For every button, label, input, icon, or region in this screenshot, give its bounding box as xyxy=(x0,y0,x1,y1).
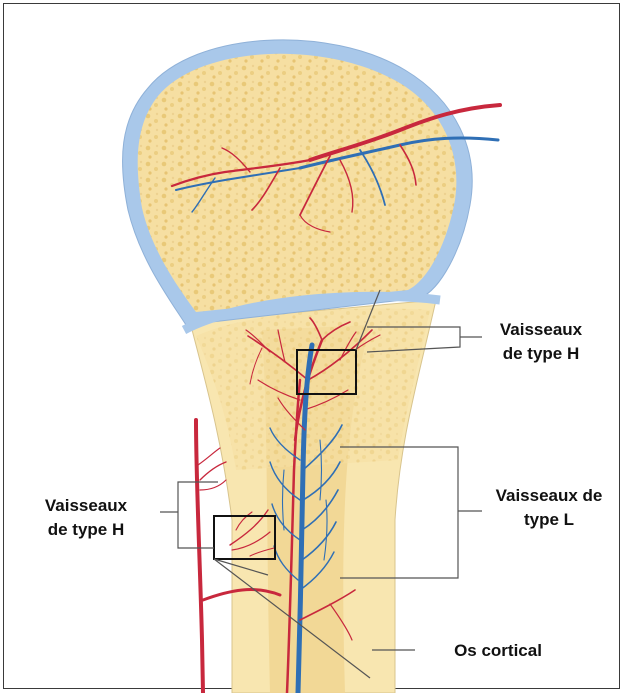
type-l-line1: Vaisseaux de xyxy=(484,484,614,508)
type-h-left-line2: de type H xyxy=(26,518,146,542)
type-h-top-line1: Vaisseaux xyxy=(486,318,596,342)
type-h-left-line1: Vaisseaux xyxy=(26,494,146,518)
epiphysis xyxy=(138,54,457,312)
cortical-bone-label: Os cortical xyxy=(438,639,558,663)
type-l-label: Vaisseaux de type L xyxy=(484,484,614,532)
type-l-line2: type L xyxy=(484,508,614,532)
type-h-label-top: Vaisseaux de type H xyxy=(486,318,596,366)
type-h-top-line2: de type H xyxy=(486,342,596,366)
type-h-label-left: Vaisseaux de type H xyxy=(26,494,146,542)
